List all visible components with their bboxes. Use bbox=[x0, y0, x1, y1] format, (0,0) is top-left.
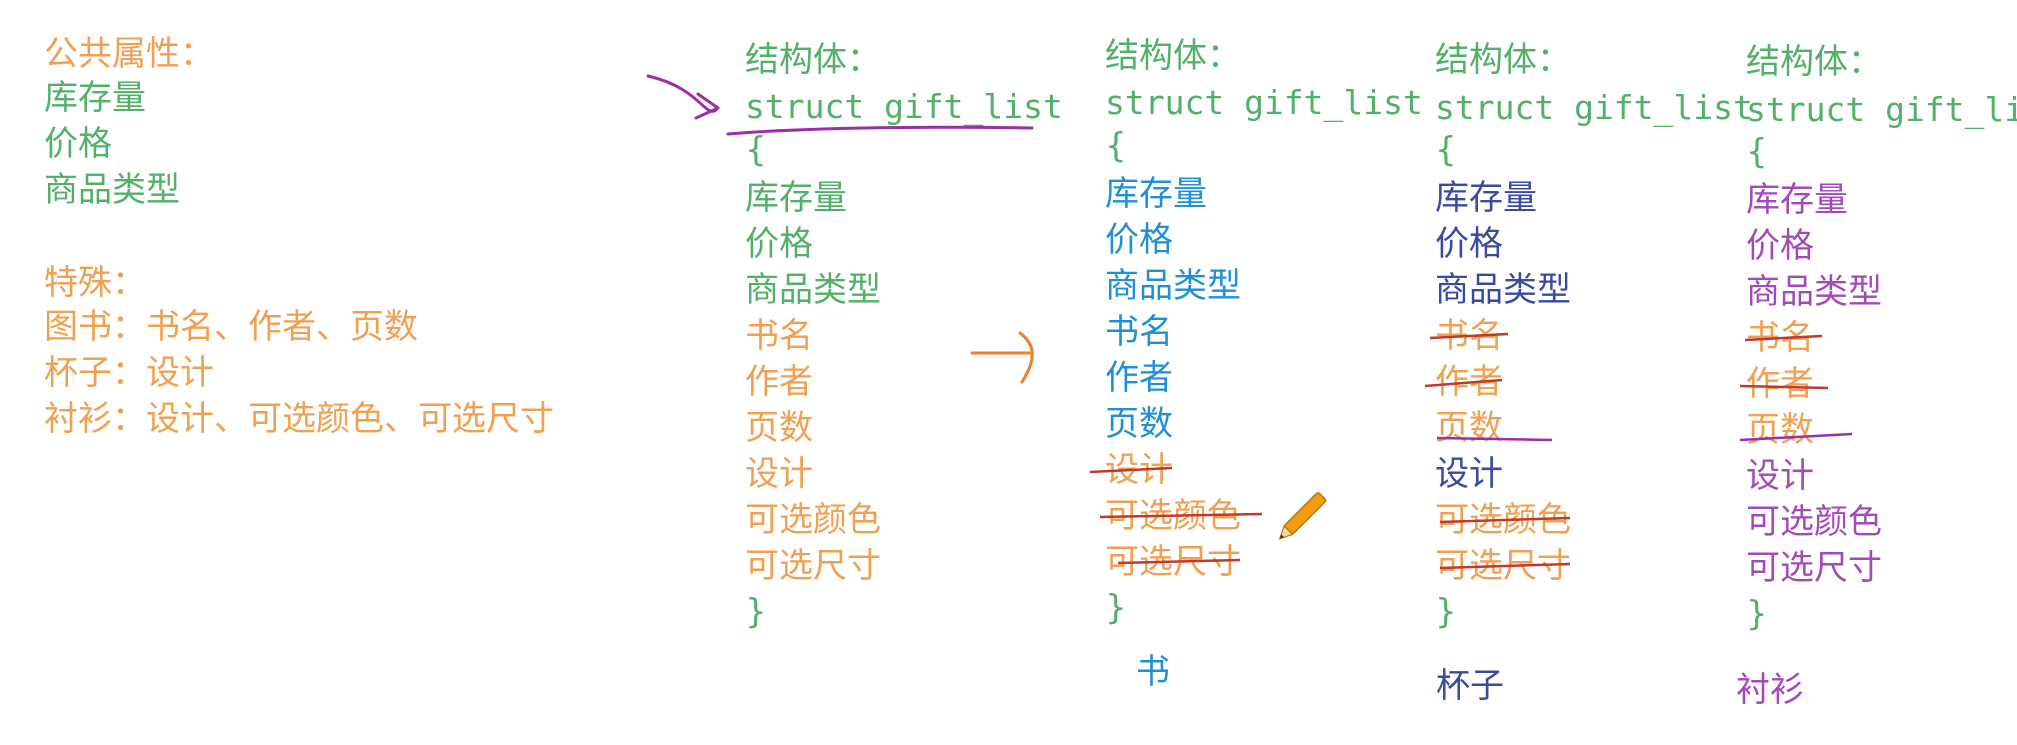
field-struck: 可选颜色 bbox=[1105, 496, 1241, 536]
field-struck: 作者 bbox=[1746, 364, 1814, 404]
open-brace: { bbox=[1435, 130, 1457, 170]
field: 可选尺寸 bbox=[745, 546, 881, 586]
struct-declaration: struct gift_list bbox=[1105, 83, 1423, 122]
close-brace: } bbox=[1746, 594, 1768, 634]
field: 页数 bbox=[745, 408, 813, 448]
special-item-book: 图书：书名、作者、页数 bbox=[44, 307, 418, 347]
field: 库存量 bbox=[1435, 178, 1537, 218]
field: 书名 bbox=[1105, 312, 1173, 352]
field: 价格 bbox=[1746, 226, 1814, 266]
column-caption: 杯子 bbox=[1436, 666, 1504, 706]
pencil-icon bbox=[1278, 492, 1327, 540]
struct-declaration: struct gift_list bbox=[1435, 88, 1753, 127]
common-item: 库存量 bbox=[44, 78, 146, 118]
common-attributes-title: 公共属性： bbox=[44, 34, 214, 74]
field: 可选尺寸 bbox=[1746, 548, 1882, 588]
common-item: 价格 bbox=[44, 124, 112, 164]
field-struck: 书名 bbox=[1435, 316, 1503, 356]
struct-label: 结构体： bbox=[1746, 42, 1882, 82]
field-struck: 可选尺寸 bbox=[1105, 542, 1241, 582]
arrow-head bbox=[694, 92, 720, 120]
field: 设计 bbox=[1746, 456, 1814, 496]
field-struck: 设计 bbox=[1105, 450, 1173, 490]
field: 可选颜色 bbox=[1746, 502, 1882, 542]
open-brace: { bbox=[1105, 126, 1127, 166]
field: 页数 bbox=[1105, 404, 1173, 444]
field: 作者 bbox=[745, 362, 813, 402]
special-item-cup: 杯子：设计 bbox=[44, 353, 214, 393]
open-brace: { bbox=[745, 130, 767, 170]
field: 商品类型 bbox=[1435, 270, 1571, 310]
struct-label: 结构体： bbox=[1105, 36, 1241, 76]
field: 商品类型 bbox=[745, 270, 881, 310]
orange-arrow-head bbox=[1018, 331, 1034, 384]
close-brace: } bbox=[1105, 588, 1127, 628]
close-brace: } bbox=[745, 592, 767, 632]
field: 书名 bbox=[745, 316, 813, 356]
field: 设计 bbox=[745, 454, 813, 494]
special-title: 特殊： bbox=[44, 263, 146, 303]
field: 价格 bbox=[745, 224, 813, 264]
close-brace: } bbox=[1435, 592, 1457, 632]
field-struck: 可选颜色 bbox=[1435, 500, 1571, 540]
open-brace: { bbox=[1746, 132, 1768, 172]
struct-label: 结构体： bbox=[745, 40, 881, 80]
column-caption: 书 bbox=[1136, 652, 1170, 692]
field: 价格 bbox=[1435, 224, 1503, 264]
struct-label: 结构体： bbox=[1435, 40, 1571, 80]
field: 库存量 bbox=[1105, 174, 1207, 214]
field: 价格 bbox=[1105, 220, 1173, 260]
column-caption: 衬衫 bbox=[1736, 670, 1804, 710]
struct-declaration: struct gift_list bbox=[745, 87, 1063, 126]
curved-arrow bbox=[646, 74, 718, 113]
field: 商品类型 bbox=[1746, 272, 1882, 312]
struct-declaration: struct gift_lis bbox=[1746, 90, 2017, 129]
field: 可选颜色 bbox=[745, 500, 881, 540]
field-struck: 可选尺寸 bbox=[1435, 546, 1571, 586]
field-struck: 页数 bbox=[1435, 408, 1503, 448]
underline bbox=[726, 125, 1034, 136]
field: 库存量 bbox=[745, 178, 847, 218]
field: 库存量 bbox=[1746, 180, 1848, 220]
field: 作者 bbox=[1105, 358, 1173, 398]
field-struck: 页数 bbox=[1746, 410, 1814, 450]
field-struck: 书名 bbox=[1746, 318, 1814, 358]
common-item: 商品类型 bbox=[44, 170, 180, 210]
field-struck: 作者 bbox=[1435, 362, 1503, 402]
field: 设计 bbox=[1435, 454, 1503, 494]
field: 商品类型 bbox=[1105, 266, 1241, 306]
special-item-shirt: 衬衫：设计、可选颜色、可选尺寸 bbox=[44, 399, 554, 439]
